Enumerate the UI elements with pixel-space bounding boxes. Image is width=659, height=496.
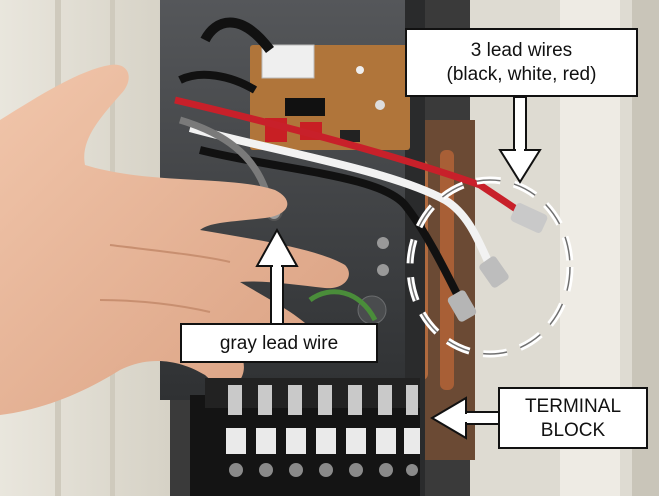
callout-three-lead-wires: 3 lead wires (black, white, red): [405, 28, 638, 97]
callout-terminal-line1: TERMINAL: [524, 396, 622, 417]
control-board: [250, 44, 410, 150]
arrow-gray: [255, 227, 299, 325]
callout-three-lead-line1: 3 lead wires: [470, 40, 573, 61]
callout-three-lead-line2: (black, white, red): [446, 64, 597, 85]
arrow-3lead: [498, 96, 542, 184]
callout-gray-lead-label: gray lead wire: [219, 333, 339, 354]
callout-terminal-line2: BLOCK: [540, 420, 606, 441]
lead-terminals: [447, 203, 548, 322]
callout-gray-lead-wire: gray lead wire: [180, 323, 378, 363]
arrow-terminal: [430, 396, 501, 440]
callout-terminal-block: TERMINAL BLOCK: [498, 387, 648, 449]
terminal-block: [190, 378, 420, 496]
